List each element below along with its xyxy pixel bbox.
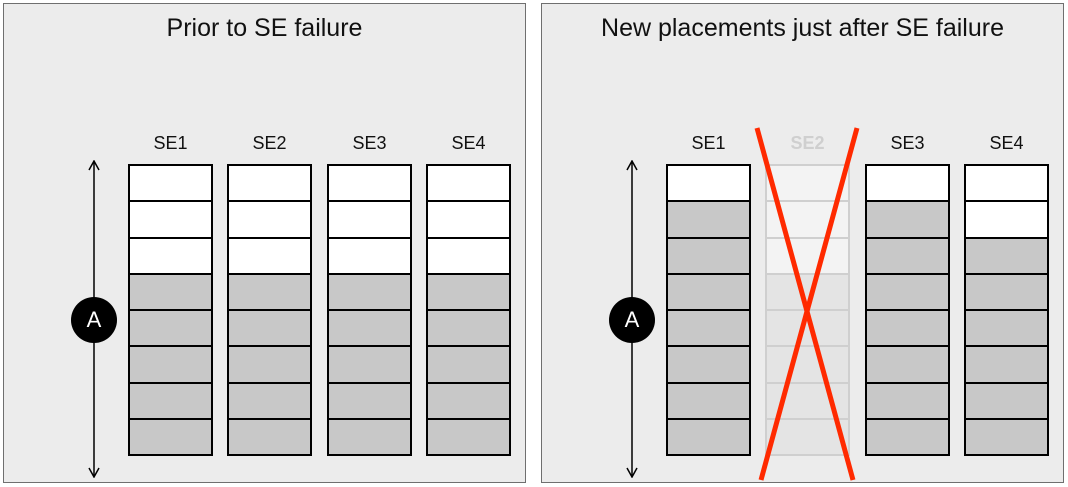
cell-free (426, 236, 511, 275)
column-label: SE3 (352, 133, 387, 153)
cell-used (765, 345, 850, 384)
cell-free (128, 164, 213, 203)
cell-stack (865, 164, 950, 457)
cell-used (865, 345, 950, 384)
cell-free (327, 164, 412, 203)
cell-free (227, 200, 312, 239)
column-label: SE4 (451, 133, 486, 153)
column-label: SE4 (989, 133, 1024, 153)
cell-stack (227, 164, 312, 457)
cell-used (865, 200, 950, 239)
cell-used (865, 309, 950, 348)
cell-used (426, 309, 511, 348)
column-label: SE1 (691, 133, 726, 153)
cell-free (426, 164, 511, 203)
cell-used (865, 418, 950, 457)
cell-free (128, 236, 213, 275)
cell-stack (964, 164, 1049, 457)
panel-after-failure: New placements just after SE failure A S… (541, 3, 1064, 483)
cell-used (128, 272, 213, 312)
cell-used (865, 381, 950, 421)
cell-free (865, 164, 950, 203)
cell-used (865, 272, 950, 312)
cell-used (426, 418, 511, 457)
cell-used (227, 345, 312, 384)
cell-used (327, 272, 412, 312)
cell-used (426, 272, 511, 312)
cell-used (426, 345, 511, 384)
cell-used (227, 418, 312, 457)
panel-before-failure: Prior to SE failure A SE1 SE2 SE3 SE4 (3, 3, 526, 483)
column-label: SE3 (890, 133, 925, 153)
cell-used (128, 345, 213, 384)
cell-free (227, 236, 312, 275)
cell-used (327, 418, 412, 457)
cell-used (426, 381, 511, 421)
cell-used (227, 272, 312, 312)
cell-free (765, 164, 850, 203)
cell-free (227, 164, 312, 203)
cell-used (327, 381, 412, 421)
failure-cross-icon (754, 127, 860, 481)
cell-used (327, 309, 412, 348)
column-label: SE2 (790, 133, 825, 153)
cell-stack (327, 164, 412, 457)
cell-used (227, 381, 312, 421)
cell-used (227, 309, 312, 348)
circle-label-icon: A (609, 297, 655, 343)
cell-used (327, 345, 412, 384)
circle-label-icon: A (71, 297, 117, 343)
cell-used (765, 272, 850, 312)
cell-free (327, 200, 412, 239)
cell-free (426, 200, 511, 239)
cell-used (964, 418, 1049, 457)
cell-used (964, 345, 1049, 384)
cell-used (666, 418, 751, 457)
column-label: SE2 (252, 133, 287, 153)
cell-stack (426, 164, 511, 457)
cell-free (128, 200, 213, 239)
cell-stack (666, 164, 751, 457)
cell-free (327, 236, 412, 275)
cell-stack (128, 164, 213, 457)
column-label: SE1 (153, 133, 188, 153)
cell-used (964, 236, 1049, 275)
cell-used (128, 381, 213, 421)
cell-used (128, 418, 213, 457)
panel-title: New placements just after SE failure (601, 14, 1004, 42)
cell-used (128, 309, 213, 348)
panel-title: Prior to SE failure (166, 14, 363, 42)
